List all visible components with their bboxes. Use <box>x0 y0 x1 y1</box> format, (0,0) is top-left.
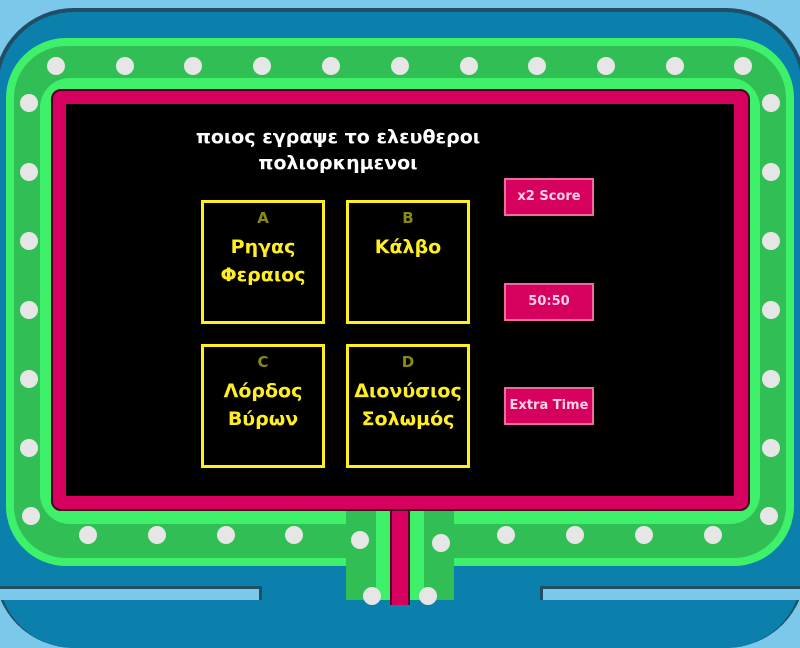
answer-b[interactable]: B Κάλβο <box>346 200 470 324</box>
bulb-icon <box>20 370 38 388</box>
answer-d[interactable]: D Διονύσιος Σολωμός <box>346 344 470 468</box>
stem-edge-left <box>376 500 390 600</box>
bulb-icon <box>20 94 38 112</box>
bulb-icon <box>760 507 778 525</box>
bulb-icon <box>762 94 780 112</box>
stem-edge-right <box>410 500 424 600</box>
answer-letter: B <box>402 209 414 227</box>
bulb-icon <box>20 232 38 250</box>
bulb-icon <box>217 526 235 544</box>
bulb-icon <box>351 531 369 549</box>
bulb-icon <box>391 57 409 75</box>
bulb-icon <box>635 526 653 544</box>
bulb-icon <box>704 526 722 544</box>
bulb-icon <box>22 507 40 525</box>
bulb-icon <box>253 57 271 75</box>
answer-c[interactable]: C Λόρδος Βύρων <box>201 344 325 468</box>
bulb-icon <box>762 439 780 457</box>
bulb-icon <box>20 439 38 457</box>
stem-pink <box>390 495 410 605</box>
bulb-icon <box>762 301 780 319</box>
bulb-icon <box>497 526 515 544</box>
bulb-icon <box>666 57 684 75</box>
bulb-icon <box>762 163 780 181</box>
bulb-icon <box>79 526 97 544</box>
answer-text: Κάλβο <box>374 236 442 258</box>
fifty-fifty-button[interactable]: 50:50 <box>504 283 594 321</box>
bulb-icon <box>322 57 340 75</box>
bulb-icon <box>528 57 546 75</box>
answer-text: Ρηγας Φεραιος <box>220 236 306 286</box>
bulb-icon <box>762 232 780 250</box>
bulb-icon <box>566 526 584 544</box>
answer-text: Διονύσιος Σολωμός <box>354 380 462 430</box>
question-text: ποιος εγραψε το ελευθεροι πολιορκημενοι <box>195 126 481 174</box>
bulb-icon <box>419 587 437 605</box>
answer-letter: C <box>257 353 269 371</box>
bulb-icon <box>47 57 65 75</box>
extra-time-button[interactable]: Extra Time <box>504 387 594 425</box>
bulb-icon <box>116 57 134 75</box>
bulb-icon <box>762 370 780 388</box>
bulb-icon <box>363 587 381 605</box>
answer-text: Λόρδος Βύρων <box>223 380 303 430</box>
bulb-icon <box>597 57 615 75</box>
bulb-icon <box>148 526 166 544</box>
bulb-icon <box>285 526 303 544</box>
answer-letter: D <box>401 353 415 371</box>
double-score-button[interactable]: x2 Score <box>504 178 594 216</box>
bulb-icon <box>184 57 202 75</box>
answer-a[interactable]: A Ρηγας Φεραιος <box>201 200 325 324</box>
bulb-icon <box>460 57 478 75</box>
background-bottom-left <box>0 586 262 600</box>
bulb-icon <box>20 163 38 181</box>
bulb-icon <box>432 534 450 552</box>
answer-letter: A <box>257 209 269 227</box>
stem-ring-left <box>346 500 376 600</box>
background-bottom-right <box>540 586 800 600</box>
bulb-icon <box>734 57 752 75</box>
bulb-icon <box>20 301 38 319</box>
